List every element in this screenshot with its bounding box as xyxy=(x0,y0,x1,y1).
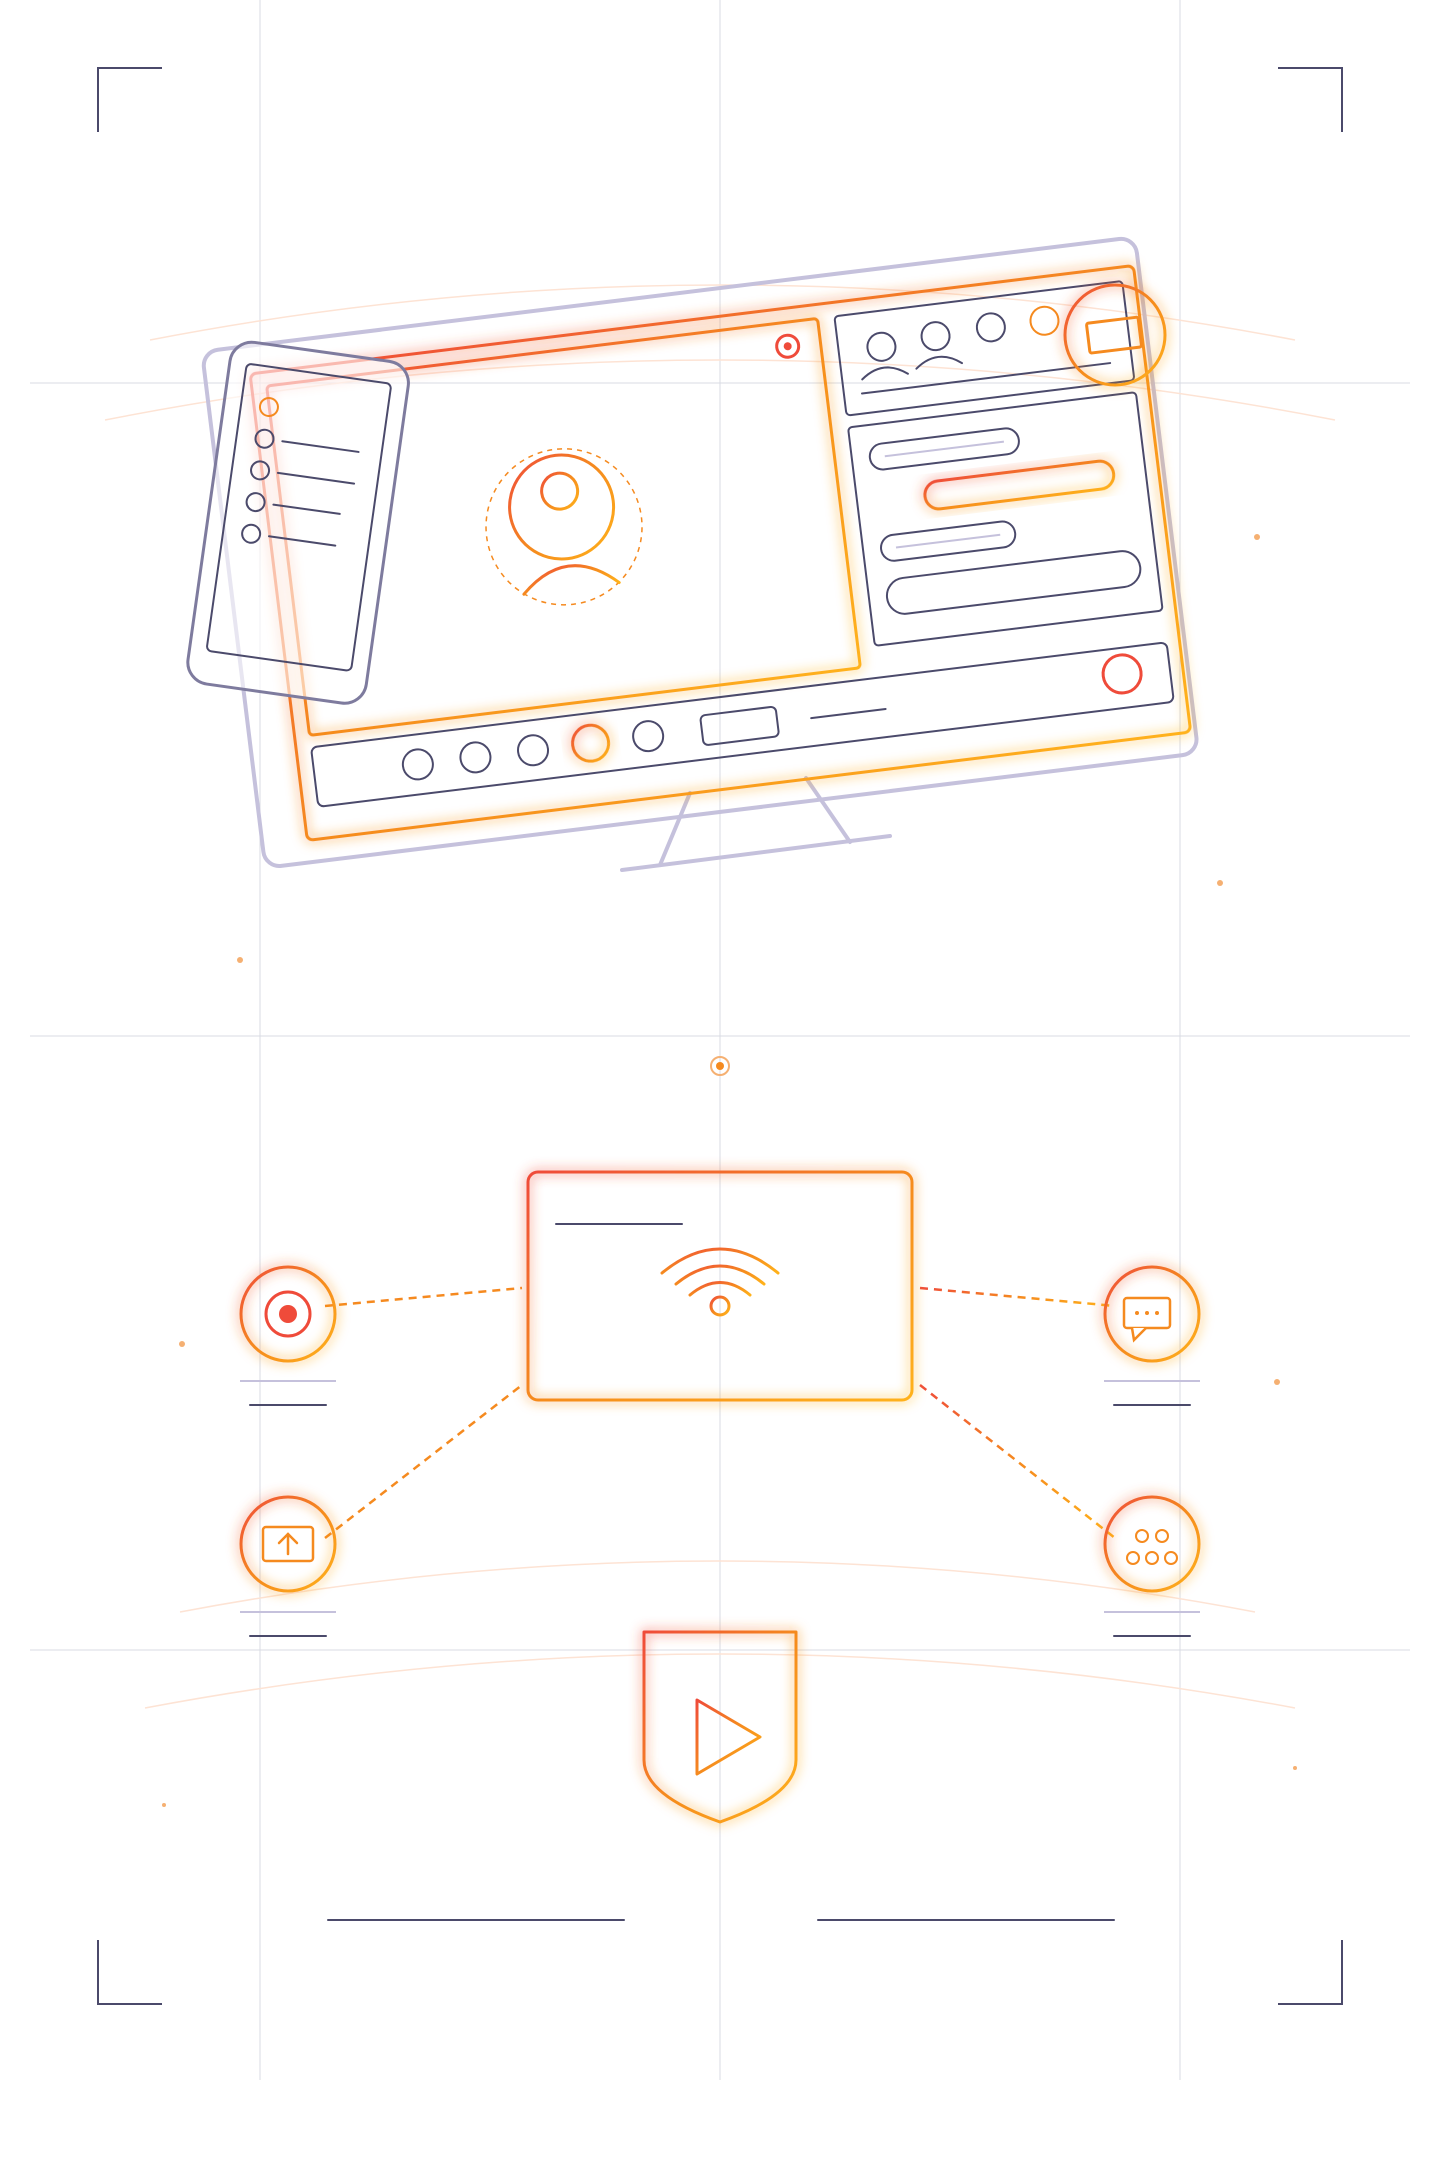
chat-panel xyxy=(847,391,1164,647)
chat-message xyxy=(880,520,1017,562)
upload-caption-lines xyxy=(240,1611,336,1637)
participants-icon xyxy=(861,321,964,381)
control-button xyxy=(401,748,434,781)
participants-divider xyxy=(860,362,1112,395)
mobile-phone-icon xyxy=(186,340,410,705)
wifi-icon xyxy=(660,1247,780,1317)
control-bar xyxy=(310,641,1175,808)
chat-message-highlighted xyxy=(923,459,1116,511)
participant-avatar xyxy=(975,312,1006,343)
record-icon xyxy=(239,1265,337,1363)
user-avatar-icon xyxy=(508,453,621,596)
more-apps-icon xyxy=(1103,1495,1201,1593)
tablet-icon xyxy=(526,1170,914,1402)
upload-screen-icon xyxy=(239,1495,337,1593)
control-button xyxy=(459,741,492,774)
chat-caption-lines xyxy=(1104,1380,1200,1406)
screen-share-icon xyxy=(1063,283,1167,387)
control-button xyxy=(517,734,550,767)
monitor-base xyxy=(620,834,892,872)
chat-input xyxy=(885,550,1142,615)
sparkle-dots xyxy=(162,534,1297,1807)
apps-caption-lines xyxy=(1104,1611,1200,1637)
chat-message xyxy=(868,427,1020,471)
record-caption-lines xyxy=(240,1380,336,1406)
control-button xyxy=(632,720,665,753)
control-label xyxy=(810,708,887,720)
shield-play-icon xyxy=(642,1630,798,1824)
end-call-button xyxy=(1101,653,1143,695)
top-node xyxy=(710,1056,730,1076)
participant-avatar xyxy=(1029,305,1060,336)
control-pill xyxy=(699,705,780,746)
chat-bubble-icon xyxy=(1103,1265,1201,1363)
participants-panel xyxy=(833,280,1135,417)
guide-grid xyxy=(30,0,1410,2080)
monitor-stand-right xyxy=(804,776,852,844)
crop-marks xyxy=(97,67,1343,2005)
connectors xyxy=(324,1286,1116,1539)
monitor-stand-left xyxy=(658,791,692,867)
camera-indicator-icon xyxy=(775,333,801,359)
control-button-active xyxy=(571,723,611,763)
